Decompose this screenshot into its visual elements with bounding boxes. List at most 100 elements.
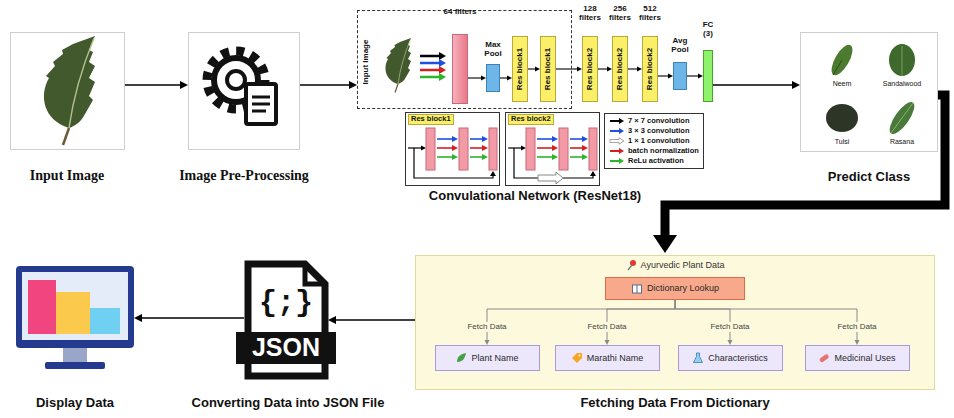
legend-row: batch normalization [609, 146, 699, 156]
legend-text: 1 × 1 convolution [628, 137, 689, 146]
block-label: Res block1 [543, 48, 552, 90]
caption: Predict Class [828, 170, 910, 185]
input-arrows [439, 73, 446, 81]
res-block2-art [570, 156, 583, 158]
res-block1-art [482, 136, 488, 142]
legend-swatch [609, 127, 625, 135]
conv-layer: 64 filters [436, 6, 484, 106]
res-block1-art [408, 147, 422, 148]
connector [556, 67, 582, 72]
legend-text: 3 × 3 convolution [628, 127, 689, 136]
fc-layer-shape [703, 50, 713, 102]
res-block2-art [537, 147, 553, 149]
predicted-leaves [827, 42, 856, 78]
box-label: Medicinal Uses [834, 353, 895, 363]
legend-swatch [619, 148, 624, 154]
connector [328, 316, 415, 324]
fc-layer: FC (3) [696, 20, 720, 104]
connector [628, 67, 642, 72]
legend-row: 7 × 7 convolution [609, 116, 699, 126]
json-file-icon [236, 264, 336, 376]
input-arrows [439, 52, 446, 60]
connector-line [487, 300, 675, 341]
res-block2-art [582, 136, 588, 142]
emoji-icon [628, 260, 636, 270]
box-label: Marathi Name [587, 353, 644, 363]
block-tag: Res block1 [408, 114, 454, 125]
res-block2-art [590, 171, 596, 176]
box-label: Dictionary Lookup [647, 283, 719, 293]
emoji-icon [631, 283, 643, 295]
connector-line [713, 84, 794, 86]
res-block1-art [437, 147, 453, 149]
connector-line [665, 95, 945, 239]
res-block1-art [489, 128, 497, 170]
preprocessing-icon [246, 84, 276, 124]
res-block1-art [470, 156, 483, 158]
connector-line [658, 75, 669, 76]
predicted-leaves [885, 98, 918, 137]
res-block-detail: Res block2 [505, 112, 600, 186]
predicted-leaves [891, 103, 913, 133]
image-box-shape [188, 32, 300, 150]
input-arrows [420, 55, 440, 58]
predicted-leaves [902, 46, 903, 76]
caption: Display Data [36, 396, 114, 411]
arrowhead [328, 316, 336, 324]
connector-line [300, 84, 351, 86]
connector-line [528, 68, 536, 69]
conv-layer-shape [452, 34, 468, 104]
connector [687, 74, 703, 79]
layer-label: 128 filters [575, 5, 605, 23]
emoji-icon [571, 352, 583, 364]
res-block1-art [421, 146, 426, 151]
res-block2-art [537, 138, 553, 140]
layer-label: Avg Pool [665, 37, 695, 55]
emoji-icon [626, 259, 638, 271]
panel-title: Ayurvedic Plant Data [641, 260, 725, 270]
emoji-icon [457, 353, 466, 362]
legend-swatch [609, 157, 625, 165]
input-leaf [44, 36, 95, 145]
layer-label: 256 filters [605, 5, 635, 23]
edge-label: Fetch Data [585, 322, 628, 331]
arrowhead [792, 81, 800, 89]
res-block2-art [582, 154, 588, 160]
caption: Fetching Data From Dictionary [580, 396, 769, 411]
image-box-shape [10, 32, 125, 150]
res-block1-art [482, 154, 488, 160]
class-name: Neem [833, 80, 852, 88]
network-input-leaf [385, 38, 411, 93]
pool-layer: Max Pool [478, 40, 508, 94]
connector [658, 74, 673, 79]
connector [500, 76, 512, 81]
res-block1-art [414, 148, 493, 178]
field-box: Plant Name [435, 345, 540, 371]
input-arrows [420, 76, 440, 79]
image-box: Image Pre-Processing [170, 30, 320, 200]
monitor-icon [90, 308, 120, 334]
legend-swatch [610, 120, 620, 122]
connector-line [607, 300, 675, 341]
block-label: Res block2 [615, 48, 624, 90]
arrowhead [180, 81, 188, 89]
connector-line [334, 319, 415, 321]
res-block2-art [508, 147, 522, 148]
connector-line [675, 300, 857, 341]
legend-swatch [610, 160, 620, 162]
res-block1-art [459, 128, 468, 170]
res-block: Res block1 [510, 34, 530, 104]
res-block1-art [437, 138, 453, 140]
json-file: {;}JSONConverting Data into JSON File [186, 260, 390, 412]
class-name: Tulsi [835, 138, 850, 146]
block-label: Res block2 [585, 48, 594, 90]
section-caption: Convulational Network (ResNet18) [429, 189, 641, 204]
monitor-icon [56, 292, 90, 334]
res-block1-art [437, 156, 453, 158]
display-monitor: Display Data [8, 262, 148, 412]
pool-layer-shape [673, 62, 687, 90]
layer-label: 512 filters [635, 5, 665, 23]
legend-text: ReLu activation [628, 157, 684, 166]
legend-swatch [619, 128, 624, 134]
panel-ground [415, 255, 935, 390]
